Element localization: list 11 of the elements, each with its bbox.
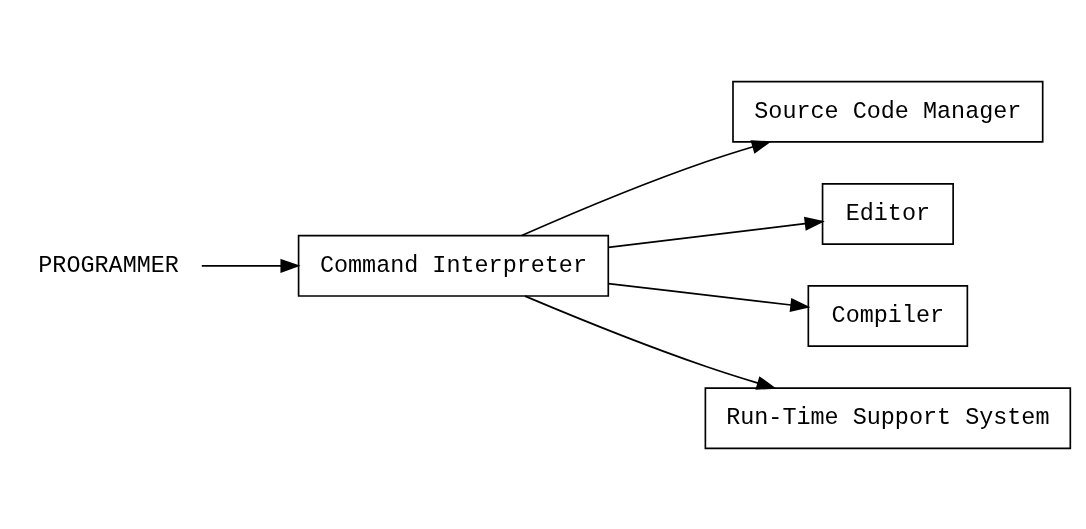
arrow	[524, 294, 777, 390]
arrow	[200, 258, 301, 273]
node-box: Editor	[821, 182, 954, 245]
arrow	[607, 282, 811, 312]
arrow	[607, 216, 825, 248]
node-text: PROGRAMMER	[38, 251, 179, 279]
arrow	[520, 139, 772, 236]
node-box: Run-Time Support System	[704, 386, 1072, 449]
node-box: Command Interpreter	[297, 234, 610, 297]
node-box: Source Code Manager	[732, 80, 1044, 143]
node-box: Compiler	[807, 284, 969, 347]
